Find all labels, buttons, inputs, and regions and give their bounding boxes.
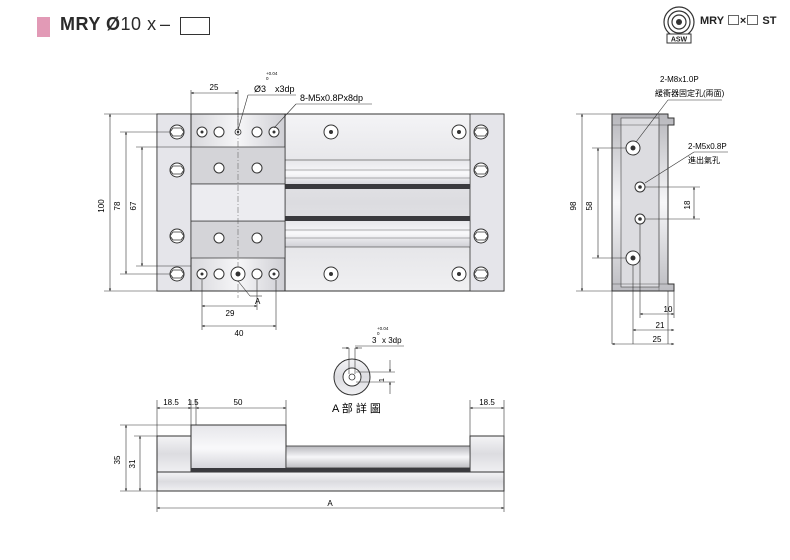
dim-29: 29 — [226, 309, 235, 318]
dim-10: 10 — [664, 305, 673, 314]
dim-18-side: 18 — [683, 200, 692, 209]
brand-seal-icon: ASW — [663, 6, 695, 44]
side-view: 2-M8x1.0P 緩衝器固定孔(兩面) 2-M5x0.8P 進出氣孔 98 5… — [569, 75, 728, 346]
dim-25-side: 25 — [653, 335, 662, 344]
dim-98: 98 — [569, 201, 578, 210]
dim-100: 100 — [97, 199, 106, 213]
series-label: MRY — [60, 14, 101, 34]
times-symbol: x — [147, 14, 157, 34]
dim-58: 58 — [585, 201, 594, 210]
model-code-box-1 — [727, 15, 739, 25]
detail-dim-1: 1 — [379, 378, 386, 382]
dim-1-5: 1.5 — [187, 398, 199, 407]
stroke-dash: – — [160, 14, 171, 34]
detail-a-view: 3 +0.04 0 x 3dp 1 A 部 詳 圖 — [332, 326, 404, 415]
dim-18-5-right: 18.5 — [479, 398, 495, 407]
side-callout-2-note: 進出氣孔 — [688, 155, 720, 165]
thread-callout: 8-M5x0.8Px8dp — [300, 93, 363, 103]
dim-40: 40 — [235, 329, 244, 338]
logo-text: ASW — [671, 37, 688, 44]
dim-67: 67 — [129, 201, 138, 210]
model-code-box-2 — [747, 15, 759, 25]
detail-tol-plus: +0.04 — [377, 326, 389, 331]
model-code: MRY × ST — [700, 15, 776, 27]
dim-25-top: 25 — [210, 83, 219, 92]
page-title: MRY Ø10 x — [60, 14, 157, 35]
page-header: MRY Ø10 x – — [0, 0, 790, 56]
side-callout-1: 2-M8x1.0P — [660, 75, 699, 84]
detail-title: A 部 詳 圖 — [332, 401, 381, 415]
dim-78: 78 — [113, 201, 122, 210]
stroke-blank-box — [180, 17, 210, 35]
dim-21: 21 — [656, 321, 665, 330]
hole-tol-zero: 0 — [266, 76, 269, 81]
dim-18-5-left: 18.5 — [163, 398, 179, 407]
detail-dim-3: 3 — [372, 336, 377, 345]
side-callout-2: 2-M5x0.8P — [688, 142, 727, 151]
dim-35: 35 — [113, 455, 122, 464]
hole-tol-plus: +0.04 — [266, 71, 278, 76]
front-view: 18.5 1.5 50 18.5 35 31 A — [113, 398, 505, 512]
detail-label-a: A — [255, 297, 261, 306]
bore-prefix: Ø — [106, 14, 121, 34]
section-marker — [37, 17, 50, 37]
model-code-series: MRY — [700, 15, 724, 27]
dim-a-length: A — [327, 499, 333, 508]
bore-value: 10 — [120, 14, 142, 34]
detail-depth: x 3dp — [382, 336, 402, 345]
model-code-suffix: ST — [762, 15, 777, 27]
hole-callout: Ø3 — [254, 84, 266, 94]
hole-depth: x3dp — [275, 84, 295, 94]
model-code-sep: × — [739, 15, 747, 27]
dim-50: 50 — [234, 398, 243, 407]
top-view: 25 Ø3 +0.04 0 x3dp 8-M5x0.8Px8dp A 29 40… — [97, 71, 505, 338]
detail-tol-zero: 0 — [377, 331, 380, 336]
dim-31: 31 — [128, 459, 137, 468]
side-callout-1-note: 緩衝器固定孔(兩面) — [655, 88, 725, 98]
